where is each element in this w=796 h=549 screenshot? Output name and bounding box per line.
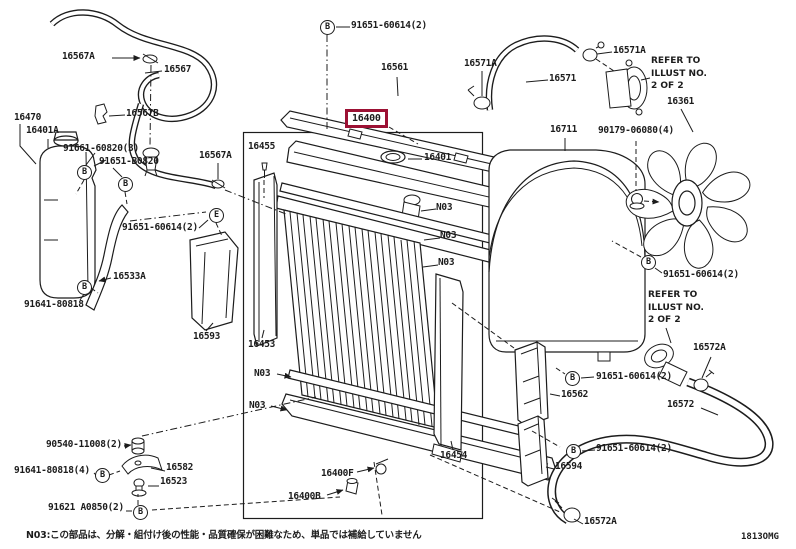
part-label-16567: 16567 <box>164 64 192 75</box>
part-label-90540-11008: 90540-11008(2) <box>46 439 122 450</box>
part-label-91661-60820: 91661-60820(3) <box>63 143 139 154</box>
refer-line-1: REFER TO <box>648 290 698 300</box>
part-label-91651-60614-b: 91651-60614(2) <box>351 20 427 31</box>
leader-lines <box>19 26 719 525</box>
part-label-16567b: 16567B <box>126 108 159 119</box>
part-label-16523: 16523 <box>160 476 188 487</box>
callout-b-2: B <box>118 177 133 192</box>
refer-note-top: REFER TO ILLUST NO. 2 OF 2 <box>651 55 707 93</box>
callout-b-3: B <box>77 280 92 295</box>
callout-e-1: E <box>209 208 224 223</box>
part-label-16400b: 16400B <box>288 491 321 502</box>
part-label-16572a-lower: 16572A <box>584 516 617 527</box>
callout-b-7: B <box>566 444 581 459</box>
deflector-16593-art <box>189 231 239 331</box>
part-label-16361: 16361 <box>667 96 695 107</box>
refer-line-2: ILLUST NO. <box>648 302 704 313</box>
upper-hose-16571-art <box>467 35 648 116</box>
part-label-n03-e: N03 <box>249 400 266 411</box>
part-label-16572: 16572 <box>667 399 695 410</box>
part-label-n03-d: N03 <box>254 368 271 379</box>
part-label-16567a-mid: 16567A <box>199 150 232 161</box>
callout-b-6: B <box>565 371 580 386</box>
part-label-16453: 16453 <box>248 339 276 350</box>
part-label-16455: 16455 <box>248 141 276 152</box>
part-label-91651-60614-a: 91651-60614(2) <box>122 222 198 233</box>
refer-line-3: 2 OF 2 <box>648 315 681 325</box>
part-label-n03-b: N03 <box>440 230 457 241</box>
part-label-16562: 16562 <box>561 389 589 400</box>
construction-lines <box>75 35 660 516</box>
part-label-16571a-right: 16571A <box>613 45 646 56</box>
part-label-91651-b0820: 91651-B0820 <box>99 156 159 167</box>
callout-b-5: B <box>641 255 656 270</box>
part-label-16567a-top: 16567A <box>62 51 95 62</box>
radiator-stack-art <box>253 140 557 495</box>
pipe-16533a-art <box>85 204 129 311</box>
doc-code: 1813OMG <box>741 532 779 542</box>
part-label-91641-80818: 91641-80818 <box>24 299 84 310</box>
refer-line-3: 2 OF 2 <box>651 81 684 91</box>
part-label-91641-80818-4: 91641-80818(4) <box>14 465 90 476</box>
part-label-16593: 16593 <box>193 331 221 342</box>
part-label-16561: 16561 <box>381 62 409 73</box>
overflow-hose-16567 <box>49 9 226 190</box>
n03-footnote: N03:この部品は、分解・組付け後の性能・品質確保が困難なため、単品では補給して… <box>26 530 422 541</box>
part-label-16711: 16711 <box>550 124 578 135</box>
part-label-16571a-left: 16571A <box>464 58 497 69</box>
part-label-16470: 16470 <box>14 112 42 123</box>
callout-b-1: B <box>77 165 92 180</box>
callout-b-8: B <box>95 468 110 483</box>
callout-b-9: B <box>133 505 148 520</box>
part-label-n03-a: N03 <box>436 202 453 213</box>
shroud-16711-art <box>488 149 646 362</box>
refer-line-1: REFER TO <box>651 56 701 66</box>
part-label-n03-c: N03 <box>438 257 455 268</box>
fan-16361-art <box>625 142 751 269</box>
part-label-16571: 16571 <box>549 73 577 84</box>
part-label-16454: 16454 <box>440 450 468 461</box>
part-label-16533a: 16533A <box>113 271 146 282</box>
part-label-91651-60614-c: 91651-60614(2) <box>663 269 739 280</box>
part-label-16401: 16401 <box>424 152 452 163</box>
part-label-16400f: 16400F <box>321 468 354 479</box>
part-label-90179-06080: 90179-06080(4) <box>598 125 674 136</box>
part-label-16594: 16594 <box>555 461 583 472</box>
selected-part-16400[interactable]: 16400 <box>345 109 388 128</box>
part-label-16401a: 16401A <box>26 125 59 136</box>
refer-line-2: ILLUST NO. <box>651 68 707 79</box>
part-label-16572a-upper: 16572A <box>693 342 726 353</box>
callout-b-4: B <box>320 20 335 35</box>
part-label-91651-60614-d: 91651-60614(2) <box>596 371 672 382</box>
refer-note-bottom: REFER TO ILLUST NO. 2 OF 2 <box>648 289 704 327</box>
part-label-91651-60614-e: 91651-60614(2) <box>596 443 672 454</box>
bottom-left-fasteners-art <box>121 437 163 497</box>
lower-hose-16572-art <box>514 341 774 524</box>
part-label-16582: 16582 <box>166 462 194 473</box>
part-label-91621-a0850: 91621 A0850(2) <box>48 502 124 513</box>
